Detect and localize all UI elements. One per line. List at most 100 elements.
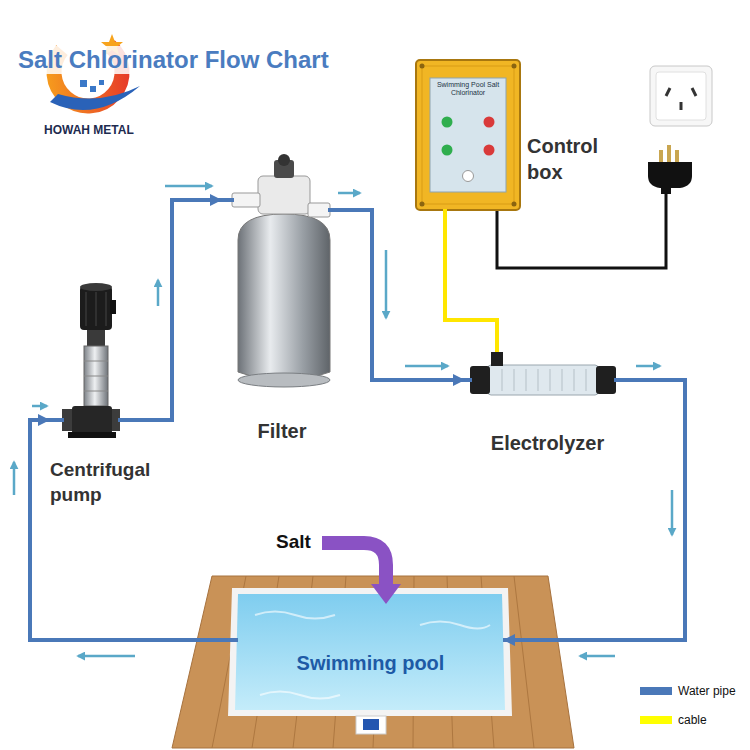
pump-art xyxy=(80,283,112,291)
legend-text: cable xyxy=(678,713,707,727)
power-socket xyxy=(650,66,712,126)
device-node: Centrifugal pump xyxy=(50,280,162,507)
power-wire xyxy=(497,194,666,268)
pump-art xyxy=(84,361,108,362)
flow-connector xyxy=(162,200,222,420)
pipe-stub xyxy=(50,200,630,420)
flow-arrow xyxy=(13,462,16,495)
tank-art xyxy=(238,373,330,387)
deck-art xyxy=(172,576,574,748)
pump-art xyxy=(68,432,116,438)
legend-swatch xyxy=(640,687,672,695)
cell-art xyxy=(574,369,575,391)
controller-art xyxy=(430,78,506,192)
flow-arrow xyxy=(165,185,212,188)
node-label: Filter xyxy=(222,418,342,444)
power-socket xyxy=(650,66,712,126)
flow-arrow xyxy=(671,490,674,535)
flow-arrow xyxy=(14,186,672,656)
deck-art xyxy=(420,622,490,629)
power-plug xyxy=(667,145,671,162)
flow-arrow xyxy=(338,192,360,195)
logo-art xyxy=(80,80,87,87)
deck-art xyxy=(228,588,512,716)
panel-text: Swimming Pool Salt Chlorinator xyxy=(432,81,504,97)
cell-art xyxy=(488,365,598,395)
tank-art xyxy=(232,154,330,387)
legend-row: cable xyxy=(640,712,707,728)
deck-art xyxy=(363,719,379,730)
brand-text: HOWAH METAL xyxy=(44,124,134,138)
deck-art xyxy=(356,716,386,734)
power-plug xyxy=(661,186,671,194)
controller-art xyxy=(442,145,453,156)
cell-art xyxy=(596,366,616,394)
tank-art xyxy=(308,203,330,217)
legend-swatch xyxy=(640,716,672,724)
cell-art xyxy=(470,352,616,395)
cell-art xyxy=(491,352,503,366)
pump-art xyxy=(72,406,112,434)
pump-art xyxy=(106,292,107,326)
tank-art xyxy=(258,176,310,214)
power-plug xyxy=(648,145,692,194)
pipe-stub xyxy=(118,418,162,422)
flow-arrow xyxy=(32,405,47,408)
controller-art xyxy=(416,60,520,210)
cell-art xyxy=(502,369,503,391)
flow-arrow xyxy=(78,655,135,658)
power-plug xyxy=(648,162,692,188)
pump-art xyxy=(96,292,97,326)
controller-art xyxy=(484,145,495,156)
power-socket xyxy=(680,102,683,110)
dose-arrow xyxy=(322,543,386,586)
flow-arrow xyxy=(636,365,660,368)
controller-art xyxy=(420,202,425,207)
device-node: Electrolyzer xyxy=(465,352,630,456)
controller-art xyxy=(442,117,453,128)
pump-art xyxy=(62,283,120,438)
power-socket xyxy=(656,72,706,120)
flow-connector xyxy=(30,420,238,640)
pump-art xyxy=(87,330,105,346)
logo-art xyxy=(99,80,104,85)
device-node: Filter xyxy=(222,150,342,444)
deck-art xyxy=(172,576,574,748)
power-plug xyxy=(675,150,679,162)
power-plug xyxy=(659,150,663,162)
cell-art xyxy=(470,366,490,394)
logo-art xyxy=(50,86,140,110)
controller-art xyxy=(463,171,474,182)
cell-art xyxy=(514,369,515,391)
basin-node: Swimming pool xyxy=(238,590,503,700)
cell-art xyxy=(586,369,587,391)
power-socket xyxy=(692,88,696,96)
node-label: Control box xyxy=(527,133,607,185)
power-socket xyxy=(666,88,670,96)
flow-connector xyxy=(503,380,685,640)
pipe-stub xyxy=(614,378,630,382)
flow-arrow xyxy=(580,655,615,658)
cell-art xyxy=(538,369,539,391)
deck-art xyxy=(255,612,335,619)
wire-connector xyxy=(445,213,497,352)
legend-row: Water pipe xyxy=(640,683,736,699)
pump-art xyxy=(110,300,116,314)
controller-art xyxy=(512,64,517,69)
tank-art xyxy=(232,193,260,207)
controller-art xyxy=(416,60,520,210)
pump-art xyxy=(86,292,87,326)
pipe-stub xyxy=(222,198,234,202)
node-label: Centrifugal pump xyxy=(50,458,162,507)
power-wire xyxy=(497,194,666,268)
flow-arrow xyxy=(405,365,448,368)
controller-art xyxy=(422,66,514,204)
logo-art xyxy=(90,86,96,92)
tank-art xyxy=(238,214,330,380)
controller-art xyxy=(512,202,517,207)
pipe-stub xyxy=(465,378,472,382)
